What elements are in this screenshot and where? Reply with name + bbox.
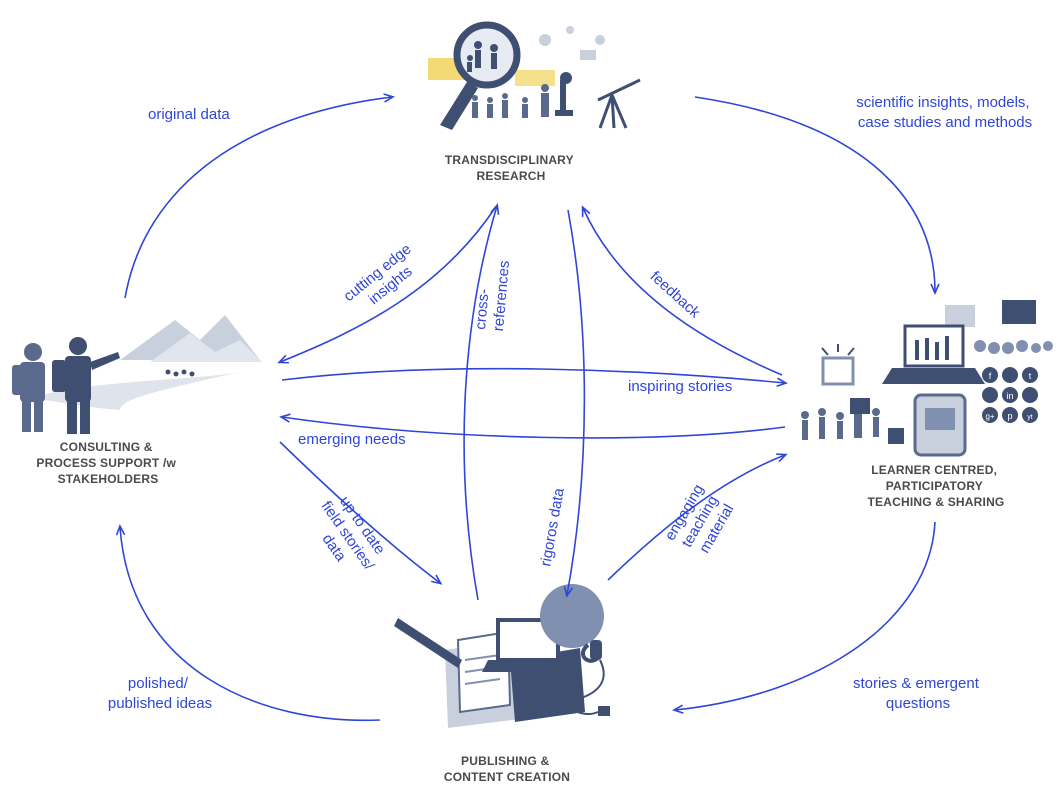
label-stories-emergent-line-1: stories & emergent bbox=[853, 675, 980, 692]
social-icon-twitter: t bbox=[1029, 371, 1032, 381]
label-scientific-insights-line-2: case studies and methods bbox=[858, 114, 1032, 131]
label-stories-emergent: stories & emergent questions bbox=[853, 675, 983, 712]
arrow-inspiring-stories bbox=[281, 367, 788, 387]
node-consulting-line-3: STAKEHOLDERS bbox=[58, 472, 159, 486]
label-scientific-insights: scientific insights, models, case studie… bbox=[856, 94, 1034, 131]
label-feedback: feedback bbox=[647, 268, 704, 322]
label-cross-references-line-1: cross- bbox=[472, 288, 492, 330]
label-cross-references-line-2: references bbox=[490, 260, 513, 332]
social-icons: f in t g+ p yt bbox=[985, 371, 1032, 421]
social-icon-linkedin: in bbox=[1006, 391, 1013, 401]
label-engaging: engaging teaching material bbox=[662, 478, 741, 562]
label-rigoros-data-line-1: rigoros data bbox=[537, 486, 568, 568]
social-icon-pinterest: p bbox=[1007, 411, 1012, 421]
node-consulting-line-1: CONSULTING & bbox=[60, 440, 153, 454]
arrow-feedback bbox=[581, 205, 783, 376]
learning-illustration bbox=[801, 300, 1053, 457]
arrow-engaging bbox=[607, 453, 788, 581]
arrow-cutting-edge bbox=[277, 207, 496, 364]
node-label-consulting: CONSULTING & PROCESS SUPPORT /w STAKEHOL… bbox=[36, 440, 179, 486]
arrow-cross-references bbox=[463, 203, 500, 601]
arrow-polished bbox=[115, 524, 381, 722]
node-research-line-1: TRANSDISCIPLINARY bbox=[445, 153, 574, 167]
consulting-illustration bbox=[12, 315, 262, 434]
label-cross-references: cross- references bbox=[472, 258, 513, 332]
arrow-up-to-date bbox=[279, 441, 443, 585]
label-feedback-line-1: feedback bbox=[647, 268, 704, 322]
arrow-stories-emergent bbox=[672, 521, 936, 714]
node-label-learning: LEARNER CENTRED, PARTICIPATORY TEACHING … bbox=[868, 463, 1005, 509]
label-original-data: original data bbox=[148, 106, 230, 123]
research-illustration bbox=[428, 21, 641, 130]
label-emerging-needs-line-1: emerging needs bbox=[298, 431, 406, 448]
node-research-line-2: RESEARCH bbox=[477, 169, 546, 183]
label-inspiring-stories: inspiring stories bbox=[628, 378, 732, 395]
label-stories-emergent-line-2: questions bbox=[886, 695, 950, 712]
label-cutting-edge: cutting edge insights bbox=[340, 238, 429, 319]
node-consulting-line-2: PROCESS SUPPORT /w bbox=[36, 456, 176, 470]
arrow-original-data bbox=[124, 93, 395, 299]
node-label-research: TRANSDISCIPLINARY RESEARCH bbox=[445, 153, 577, 183]
label-inspiring-stories-line-1: inspiring stories bbox=[628, 378, 732, 395]
label-polished-line-2: published ideas bbox=[108, 695, 212, 712]
label-polished-line-1: polished/ bbox=[128, 675, 189, 692]
social-icon-facebook: f bbox=[989, 371, 992, 381]
node-label-publishing: PUBLISHING & CONTENT CREATION bbox=[444, 754, 570, 784]
node-learning-line-1: LEARNER CENTRED, bbox=[871, 463, 997, 477]
label-up-to-date: up to date field stories/ data bbox=[303, 488, 395, 587]
social-icon-youtube: yt bbox=[1027, 414, 1033, 421]
node-publishing-line-2: CONTENT CREATION bbox=[444, 770, 570, 784]
label-rigoros-data: rigoros data bbox=[537, 486, 568, 568]
social-icon-googleplus: g+ bbox=[985, 412, 994, 421]
node-learning-line-3: TEACHING & SHARING bbox=[868, 495, 1005, 509]
label-polished: polished/ published ideas bbox=[108, 675, 212, 712]
arrow-emerging-needs bbox=[279, 413, 786, 439]
arrow-scientific-insights bbox=[694, 96, 940, 295]
label-emerging-needs: emerging needs bbox=[298, 431, 406, 448]
node-learning-line-2: PARTICIPATORY bbox=[886, 479, 983, 493]
label-scientific-insights-line-1: scientific insights, models, bbox=[856, 94, 1029, 111]
node-publishing-line-1: PUBLISHING & bbox=[461, 754, 550, 768]
arrow-rigoros-data bbox=[563, 209, 586, 598]
publishing-illustration bbox=[394, 584, 610, 728]
label-original-data-line-1: original data bbox=[148, 106, 230, 123]
